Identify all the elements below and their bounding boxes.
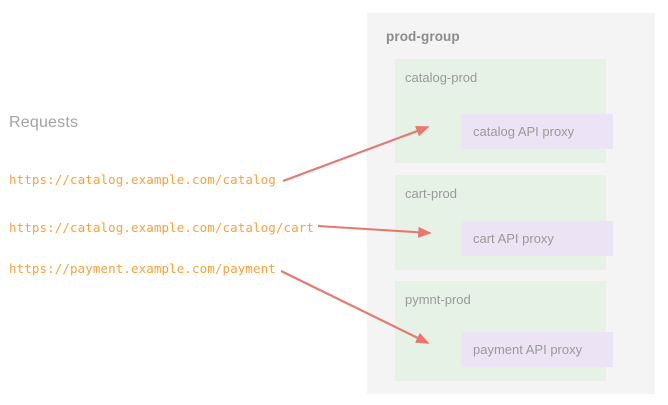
environment-label-catalog-prod: catalog-prod	[405, 70, 478, 85]
environment-label-cart-prod: cart-prod	[405, 186, 458, 201]
request-url-payment: https://payment.example.com/payment	[9, 261, 276, 276]
environment-box-pymnt-prod: pymnt-prod payment API proxy	[395, 281, 613, 381]
proxy-label-payment: payment API proxy	[473, 342, 583, 357]
request-url-cart: https://catalog.example.com/catalog/cart	[9, 220, 315, 235]
proxy-box-payment: payment API proxy	[461, 332, 613, 367]
proxy-box-catalog: catalog API proxy	[461, 114, 613, 149]
request-url-catalog: https://catalog.example.com/catalog	[9, 172, 276, 187]
proxy-label-catalog: catalog API proxy	[473, 124, 575, 139]
proxy-box-cart: cart API proxy	[461, 221, 613, 256]
environment-box-cart-prod: cart-prod cart API proxy	[395, 175, 613, 270]
prod-group-panel: prod-group catalog-prod catalog API prox…	[367, 13, 655, 394]
environment-box-catalog-prod: catalog-prod catalog API proxy	[395, 59, 613, 163]
requests-heading: Requests	[9, 114, 79, 131]
environment-label-pymnt-prod: pymnt-prod	[405, 292, 471, 307]
proxy-label-cart: cart API proxy	[473, 231, 554, 246]
prod-group-title: prod-group	[386, 29, 460, 44]
